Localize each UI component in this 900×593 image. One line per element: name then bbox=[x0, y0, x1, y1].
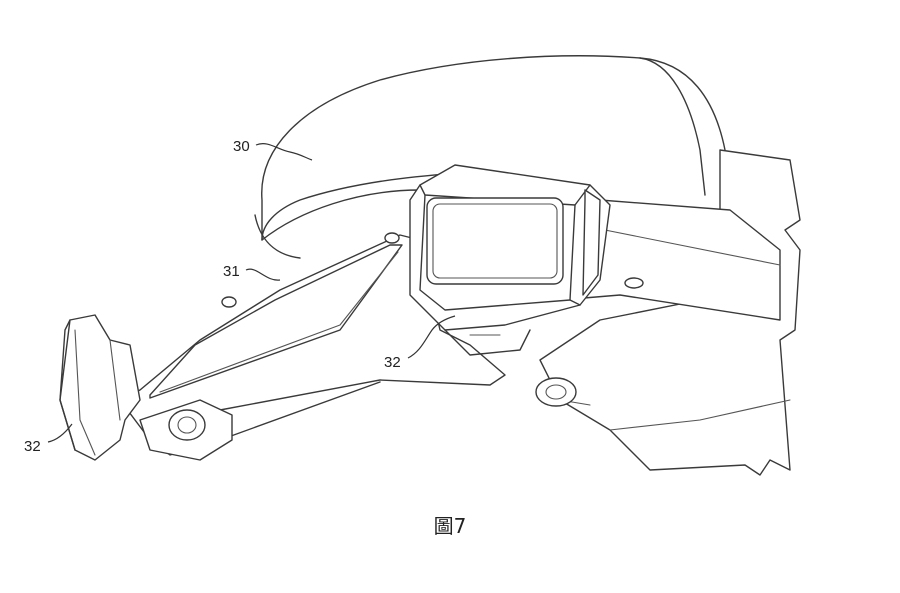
hinge-knob bbox=[139, 399, 233, 461]
leader-31 bbox=[245, 268, 281, 281]
label-30: 30 bbox=[233, 138, 250, 155]
label-32-left: 32 bbox=[24, 438, 41, 455]
label-31: 31 bbox=[223, 263, 240, 280]
leader-32-center bbox=[407, 315, 456, 359]
front-module bbox=[59, 314, 141, 461]
figure-caption: 圖7 bbox=[433, 514, 467, 538]
leader-30 bbox=[255, 143, 313, 161]
display-module bbox=[409, 164, 611, 356]
leader-lines bbox=[47, 143, 456, 443]
leader-32-left bbox=[47, 423, 73, 443]
label-32-center: 32 bbox=[384, 354, 401, 371]
